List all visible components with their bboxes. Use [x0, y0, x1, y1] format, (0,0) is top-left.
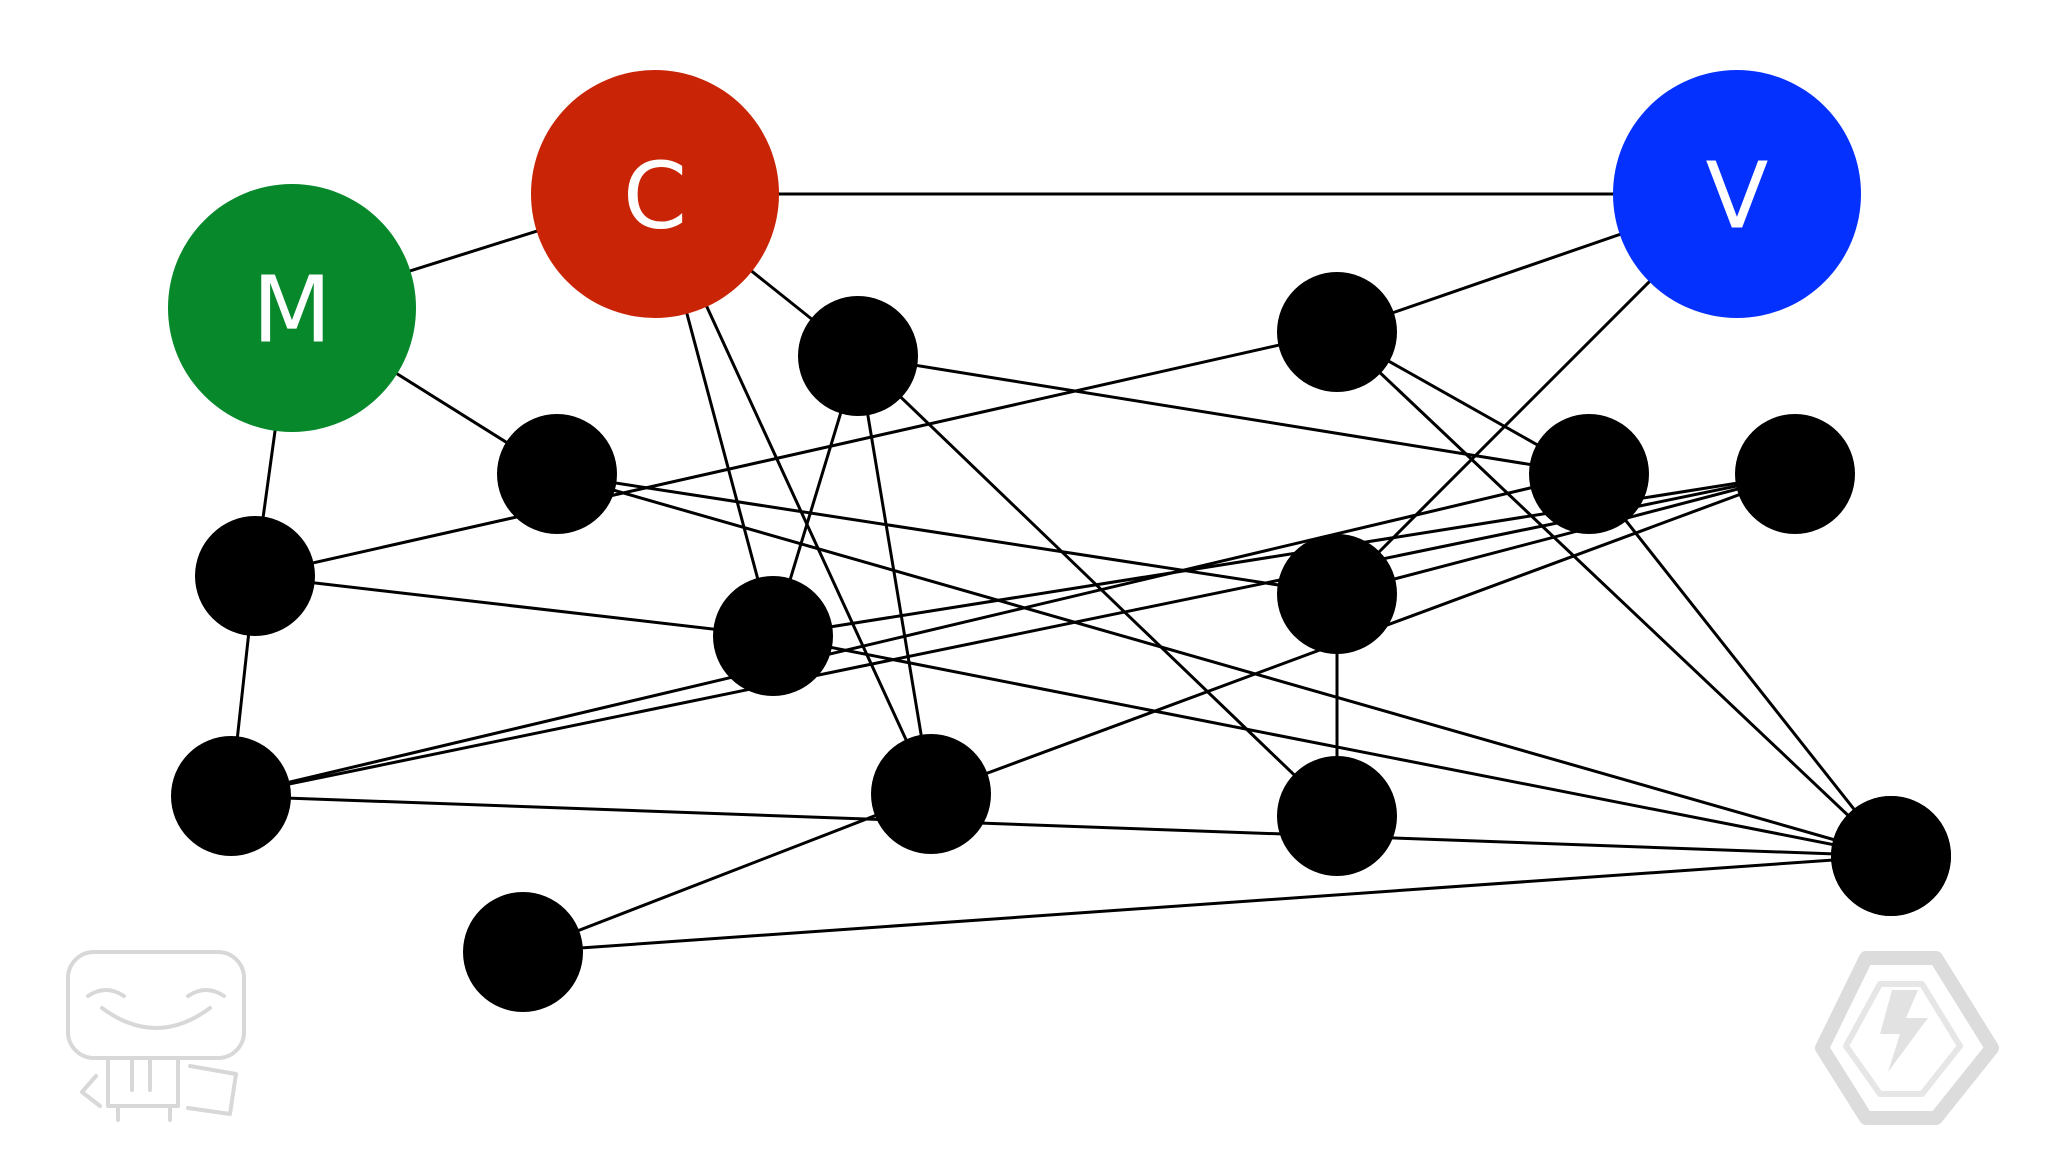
node-circle-n4: [497, 414, 617, 534]
node-circle-n2: [463, 892, 583, 1012]
node-C: C: [531, 70, 779, 318]
edge-n1-n14: [772, 634, 1892, 858]
edge-n4-n9: [556, 472, 1338, 596]
edge-n2-n7: [522, 792, 932, 954]
edge-n6-n14: [230, 794, 1892, 858]
node-circle-n6: [171, 736, 291, 856]
smiling-robot-icon: [66, 950, 246, 1122]
edge-n6-n11: [230, 472, 1590, 798]
node-n2: [463, 892, 583, 1012]
node-n5: [195, 516, 315, 636]
edge-n11-n13: [1587, 473, 1893, 857]
lightning-hexagon-icon: [1815, 951, 1999, 1125]
node-n1: [713, 576, 833, 696]
edge-n5-n10: [254, 330, 1338, 578]
nodes-layer: M C V: [168, 70, 1951, 1012]
edge-n9-n12: [1336, 472, 1796, 596]
node-circle-n12: [1735, 414, 1855, 534]
node-n3: [798, 296, 918, 416]
node-circle-n3: [798, 296, 918, 416]
node-circle-V: [1613, 70, 1861, 318]
node-circle-n1: [713, 576, 833, 696]
edge-n10-n13: [1335, 330, 1893, 858]
edges-layer: [229, 192, 1893, 954]
edge-n2-n14: [522, 854, 1892, 954]
node-n7: [871, 734, 991, 854]
node-n11: [1529, 414, 1649, 534]
node-n8: [1277, 756, 1397, 876]
node-V: V: [1613, 70, 1861, 318]
node-circle-n10: [1277, 272, 1397, 392]
node-n10: [1277, 272, 1397, 392]
node-label-V: V: [1706, 143, 1769, 250]
node-label-C: C: [623, 143, 687, 250]
node-M: M: [168, 184, 416, 432]
node-n9: [1277, 534, 1397, 654]
node-label-M: M: [252, 257, 331, 364]
node-circle-n9: [1277, 534, 1397, 654]
node-circle-M: [168, 184, 416, 432]
edge-n3-n7: [856, 355, 933, 795]
node-circle-n8: [1277, 756, 1397, 876]
node-n14: [1831, 796, 1951, 916]
edge-n1-n5: [254, 574, 774, 638]
node-n6: [171, 736, 291, 856]
node-circle-C: [531, 70, 779, 318]
node-circle-n14: [1831, 796, 1951, 916]
edge-n6-n12: [230, 472, 1796, 798]
edge-n4-n13: [556, 472, 1892, 858]
node-circle-n11: [1529, 414, 1649, 534]
node-circle-n7: [871, 734, 991, 854]
node-n4: [497, 414, 617, 534]
node-n12: [1735, 414, 1855, 534]
node-circle-n5: [195, 516, 315, 636]
